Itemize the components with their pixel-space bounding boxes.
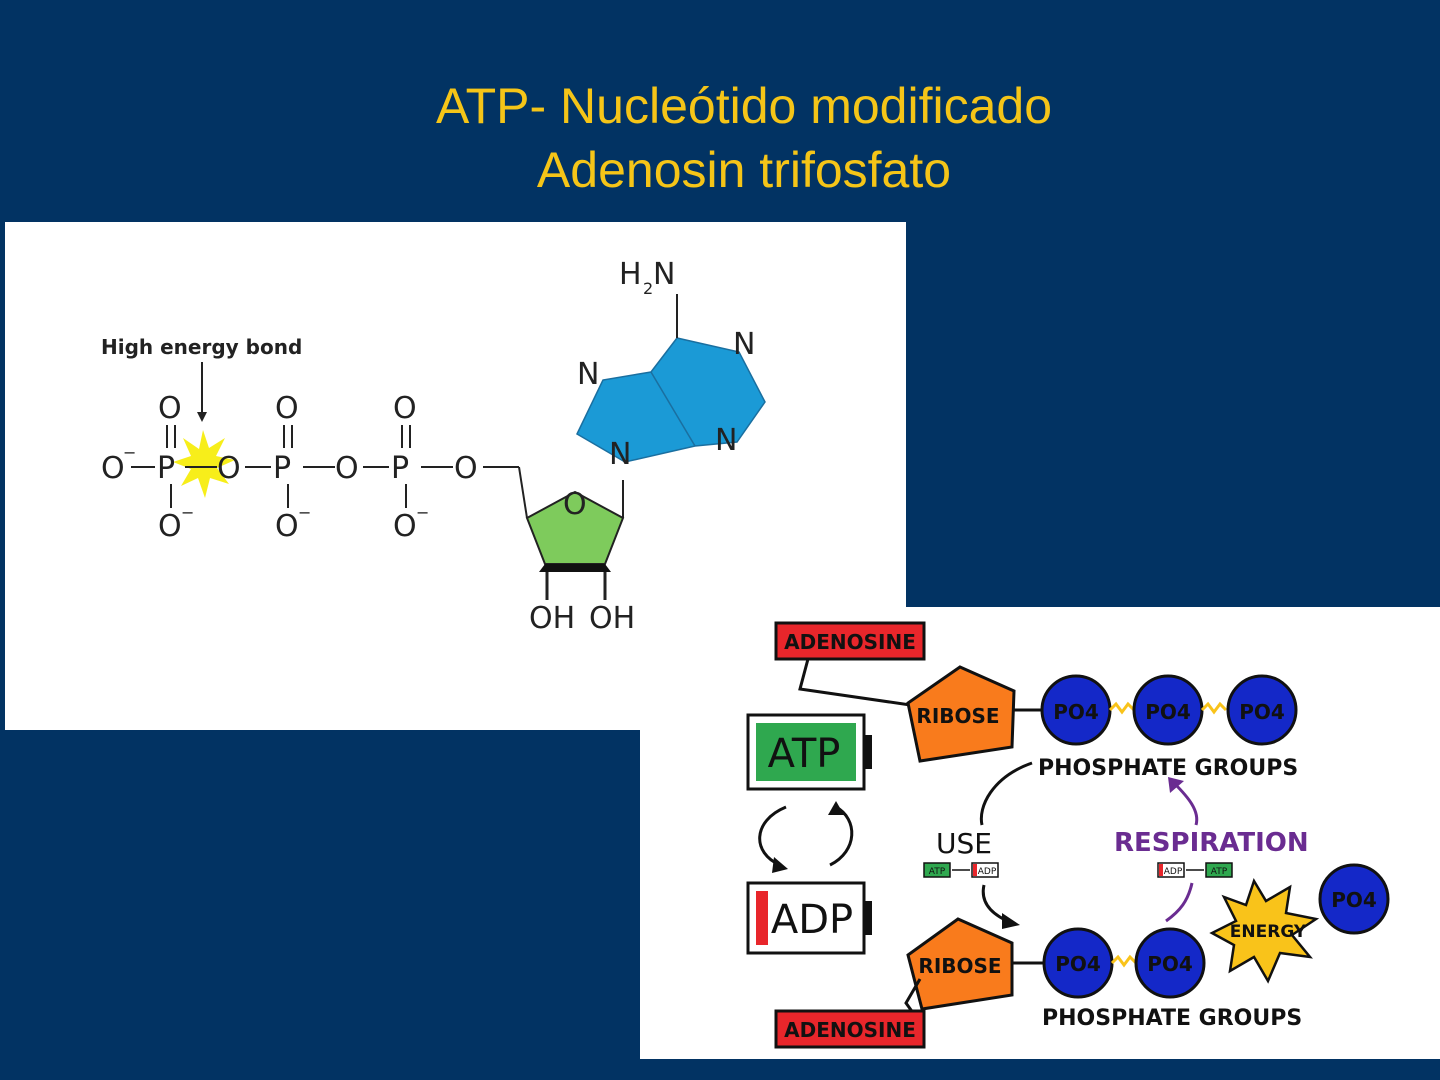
ribose-bottom <box>906 917 1014 1011</box>
phosphate-bottom-2-label: PO4 <box>1147 952 1193 976</box>
adenosine-label-top: ADENOSINE <box>784 630 916 654</box>
atom-n1: N <box>733 327 755 362</box>
charge-p3: − <box>416 503 429 522</box>
atom-n3: N <box>715 423 737 458</box>
atom-n9: N <box>609 437 631 472</box>
mini-atp-use: ATP <box>929 867 946 877</box>
atom-o-bridge2: O <box>335 451 359 486</box>
amine-subscript: 2 <box>643 279 653 298</box>
phosphate-chain: O − P O O − O P O O − O P O <box>101 391 528 544</box>
atom-p2: P <box>273 451 291 486</box>
charge-terminal: − <box>123 443 136 462</box>
mini-adp-resp: ADP <box>1164 867 1183 877</box>
slide-title: ATP- Nucleótido modificado Adenosin trif… <box>0 74 1440 202</box>
energy-burst <box>1209 878 1320 984</box>
atp-cycle-panel: ADENOSINE RIBOSE PO4 PO4 PO4 PHOSPHATE G… <box>640 607 1440 1059</box>
phosphate-groups-label-bottom: PHOSPHATE GROUPS <box>1042 1006 1302 1031</box>
atp-structure-diagram: High energy bond O − P O O − O P O <box>101 257 766 636</box>
amine-n: N <box>653 257 675 292</box>
recharge-arrow <box>829 805 854 867</box>
atom-o-p3-bottom: O <box>393 509 417 544</box>
atp-battery-label: ATP <box>768 731 841 777</box>
use-mini-reaction: ATP ADP <box>923 862 999 878</box>
hydroxyl-2: OH <box>529 601 575 636</box>
respiration-mini-reaction: ADP ATP <box>1157 862 1233 878</box>
ribose-ring: O OH OH <box>525 480 635 636</box>
adenosine-box-top <box>774 621 926 661</box>
atom-o-p2-bottom: O <box>275 509 299 544</box>
energy-label: ENERGY <box>1230 922 1307 942</box>
ribose-top <box>906 665 1016 763</box>
atp-battery-charge <box>756 723 856 781</box>
mini-adp-use: ADP <box>978 867 997 877</box>
phosphate-released <box>1318 863 1390 935</box>
adp-battery-label: ADP <box>771 897 853 943</box>
phosphate-top-3 <box>1226 674 1298 746</box>
atom-o-p1-bottom: O <box>158 509 182 544</box>
phosphate-top-2-label: PO4 <box>1145 700 1191 724</box>
high-energy-bond-label: High energy bond <box>101 335 302 359</box>
ribose-label-top: RIBOSE <box>916 704 999 728</box>
atom-o-p2-top: O <box>275 391 299 426</box>
discharge-arrow <box>758 805 787 867</box>
phosphate-top-1-label: PO4 <box>1053 700 1099 724</box>
adenosine-box-bottom <box>774 1009 926 1049</box>
atom-o-terminal: O <box>101 451 125 486</box>
high-energy-burst <box>173 430 235 498</box>
hydroxyl-3: OH <box>589 601 635 636</box>
charge-p1: − <box>181 503 194 522</box>
phosphate-bottom-2 <box>1134 927 1206 999</box>
mini-atp-resp: ATP <box>1211 867 1228 877</box>
atom-o-p3-top: O <box>393 391 417 426</box>
atom-n7: N <box>577 357 599 392</box>
atom-o-bridge3: O <box>454 451 478 486</box>
adenosine-label-bottom: ADENOSINE <box>784 1018 916 1042</box>
atom-o-ribose: O <box>563 487 587 522</box>
atp-cycle-diagram: ADENOSINE RIBOSE PO4 PO4 PO4 PHOSPHATE G… <box>746 621 1390 1049</box>
phosphate-groups-label-top: PHOSPHATE GROUPS <box>1038 756 1298 781</box>
atom-o-p1-top: O <box>158 391 182 426</box>
amine-h: H <box>619 257 642 292</box>
slide-title-line1: ATP- Nucleótido modificado <box>435 78 1052 134</box>
ribose-label-bottom: RIBOSE <box>918 954 1001 978</box>
phosphate-top-3-label: PO4 <box>1239 700 1285 724</box>
charge-p2: − <box>298 503 311 522</box>
slide-title-line2: Adenosin trifosfato <box>536 142 952 198</box>
phosphate-released-label: PO4 <box>1331 888 1377 912</box>
bond-pointer-arrowhead <box>197 412 207 422</box>
adp-battery-charge <box>756 891 768 945</box>
atom-p3: P <box>391 451 409 486</box>
respiration-label: RESPIRATION <box>1114 828 1309 858</box>
atom-p1: P <box>157 451 175 486</box>
atp-structure-panel: High energy bond O − P O O − O P O <box>5 222 906 730</box>
use-label: USE <box>936 827 992 860</box>
atom-o-bridge1: O <box>217 451 241 486</box>
adenine-base: N N N N H 2 N <box>576 257 766 472</box>
phosphate-bottom-1-label: PO4 <box>1055 952 1101 976</box>
